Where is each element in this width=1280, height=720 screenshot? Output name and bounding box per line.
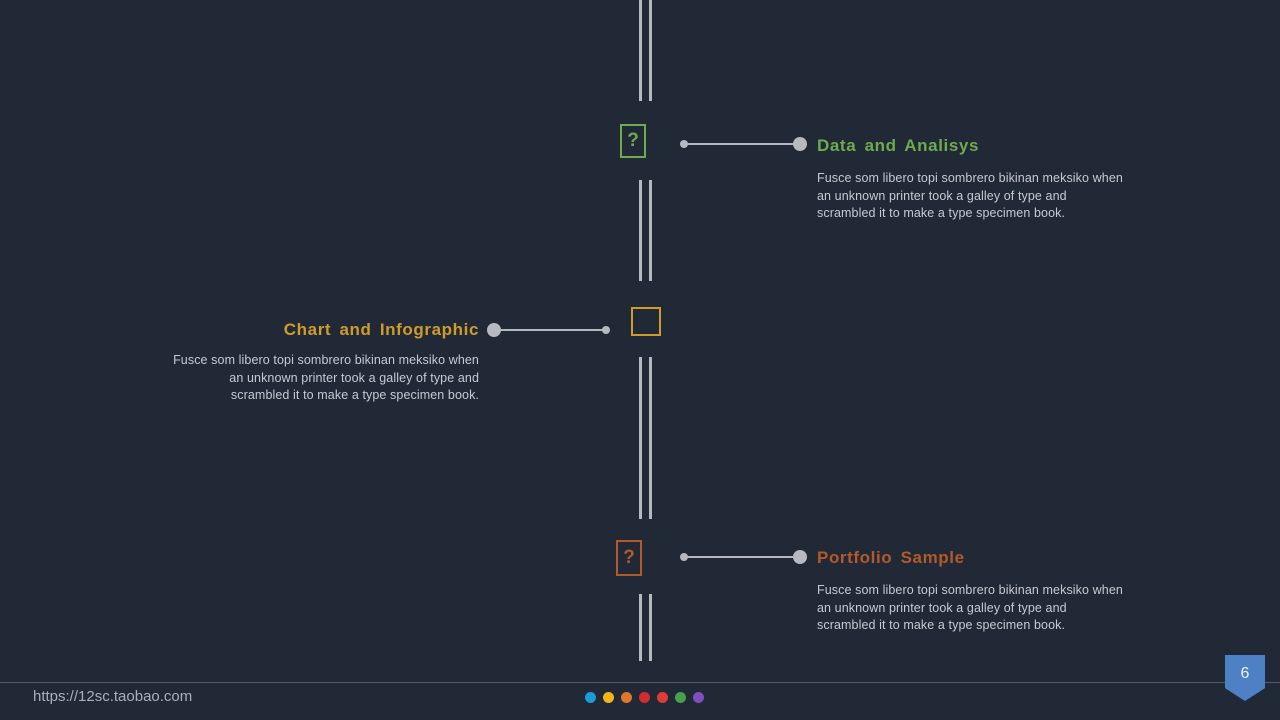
item-title-data-analysis: Data and Analisys [817, 136, 980, 155]
connector-dot-large [487, 323, 501, 337]
item-body-chart-infographic: Fusce som libero topi sombrero bikinan m… [173, 353, 479, 402]
timeline-line-segment [639, 594, 652, 661]
footer-dots [585, 692, 704, 703]
connector-dot-large [793, 137, 807, 151]
footer-dot [639, 692, 650, 703]
footer-url: https://12sc.taobao.com [33, 688, 193, 705]
connector-dot-small [602, 326, 610, 334]
footer-dot [585, 692, 596, 703]
footer-dot [603, 692, 614, 703]
item-body-data-analysis: Fusce som libero topi sombrero bikinan m… [817, 171, 1123, 220]
chart-infographic-icon [631, 307, 661, 336]
timeline-line-segment [639, 357, 652, 519]
footer-dot [675, 692, 686, 703]
connector-line [686, 556, 796, 558]
connector-line [498, 329, 606, 331]
footer-dot [693, 692, 704, 703]
item-title-chart-infographic: Chart and Infographic [283, 320, 479, 339]
data-analysis-icon: ? [620, 124, 646, 158]
portfolio-sample-icon: ? [616, 540, 642, 576]
page-number-badge: 6 [1225, 655, 1265, 701]
connector-dot-large [793, 550, 807, 564]
footer-divider [0, 682, 1280, 683]
item-title-portfolio-sample: Portfolio Sample [817, 548, 965, 567]
connector-dot-small [680, 140, 688, 148]
timeline-line-segment [639, 0, 652, 101]
footer-dot [657, 692, 668, 703]
timeline-line-segment [639, 180, 652, 281]
footer-dot [621, 692, 632, 703]
connector-dot-small [680, 553, 688, 561]
connector-line [686, 143, 796, 145]
item-body-portfolio-sample: Fusce som libero topi sombrero bikinan m… [817, 583, 1123, 632]
